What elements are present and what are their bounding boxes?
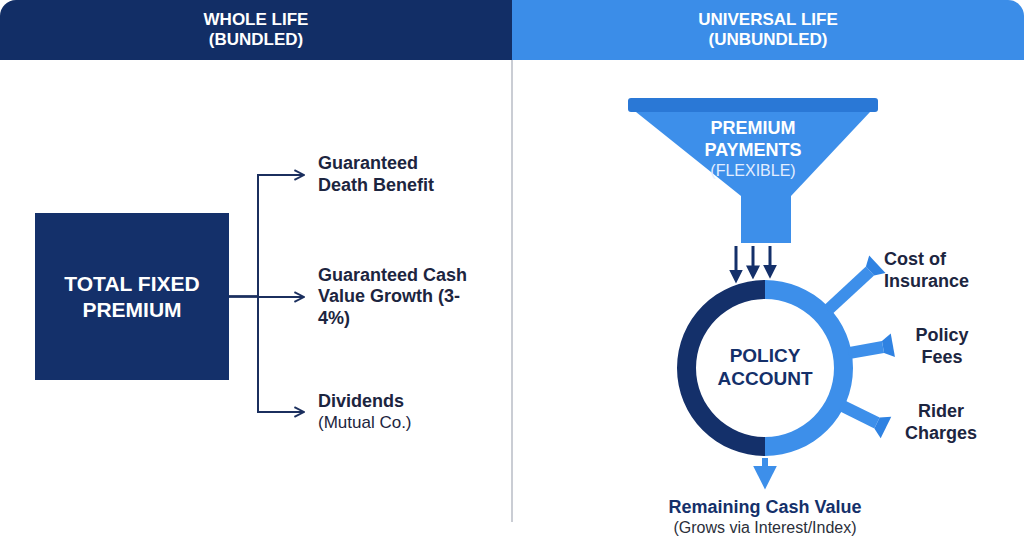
arrow-connector	[229, 297, 304, 413]
connector-line	[229, 175, 304, 297]
arrow-connector	[736, 246, 737, 271]
arrow-connector	[753, 246, 754, 267]
header-band: WHOLE LIFE (BUNDLED)	[0, 0, 512, 60]
ring-center	[696, 299, 834, 437]
arrow-connector	[770, 246, 771, 266]
node-label: UNIVERSAL LIFE (UNBUNDLED)	[686, 10, 851, 51]
result-item: Remaining Cash Value(Grows via Interest/…	[600, 492, 930, 542]
deduction-item: Policy Fees	[897, 322, 987, 372]
connector-line	[735, 246, 738, 271]
premium-box: TOTAL FIXED PREMIUM	[35, 213, 229, 380]
pipe-line	[827, 271, 870, 310]
deduction-item: Rider Charges	[891, 398, 991, 448]
deduction-item: Cost of Insurance	[884, 246, 989, 296]
divider-line	[511, 60, 513, 522]
arrow-connector	[765, 458, 766, 468]
benefit-item: Guaranteed Cash Value Growth (3-4%)	[318, 264, 493, 330]
node-label: Remaining Cash Value	[600, 497, 930, 519]
arrow-connector	[229, 296, 304, 298]
node-sublabel: (Mutual Co.)	[318, 413, 468, 433]
pipe-line	[841, 405, 877, 423]
pipe-outlet	[874, 417, 891, 439]
policy-account-circle: POLICY ACCOUNT	[677, 280, 853, 456]
node-sublabel: (Grows via Interest/Index)	[600, 518, 930, 537]
connector-line	[762, 458, 768, 468]
pipe-connector	[841, 405, 891, 438]
node-label: Dividends	[318, 391, 468, 413]
connector-line	[769, 246, 772, 266]
node-label: Guaranteed Cash Value Growth (3-4%)	[318, 265, 478, 330]
node-label: POLICY ACCOUNT	[708, 345, 823, 391]
node-sublabel: (FLEXIBLE)	[693, 161, 813, 180]
pipe-connector	[827, 255, 885, 310]
header-band: UNIVERSAL LIFE (UNBUNDLED)	[512, 0, 1024, 60]
pipe-outlet	[866, 255, 886, 275]
premium-funnel: PREMIUM PAYMENTS(FLEXIBLE)	[628, 98, 878, 243]
node-label: Rider Charges	[899, 401, 984, 444]
funnel-spout	[741, 194, 791, 243]
node-label: Cost of Insurance	[884, 249, 984, 292]
pipe-line	[849, 347, 883, 353]
benefit-item: Dividends(Mutual Co.)	[318, 390, 468, 434]
node-label: Policy Fees	[905, 325, 980, 368]
connector-line	[752, 246, 755, 267]
pipe-outlet	[882, 333, 895, 357]
connector-line	[229, 296, 304, 299]
connector-line	[229, 297, 304, 413]
node-label: PREMIUM PAYMENTS	[693, 118, 813, 161]
benefit-item: Guaranteed Death Benefit	[318, 150, 468, 200]
node-label: WHOLE LIFE (BUNDLED)	[186, 10, 326, 51]
arrow-connector	[229, 175, 304, 297]
funnel-rim	[628, 98, 878, 112]
pipe-connector	[849, 333, 895, 357]
node-label: Guaranteed Death Benefit	[318, 153, 453, 196]
node-label: TOTAL FIXED PREMIUM	[52, 271, 212, 321]
funnel-body	[636, 112, 870, 196]
